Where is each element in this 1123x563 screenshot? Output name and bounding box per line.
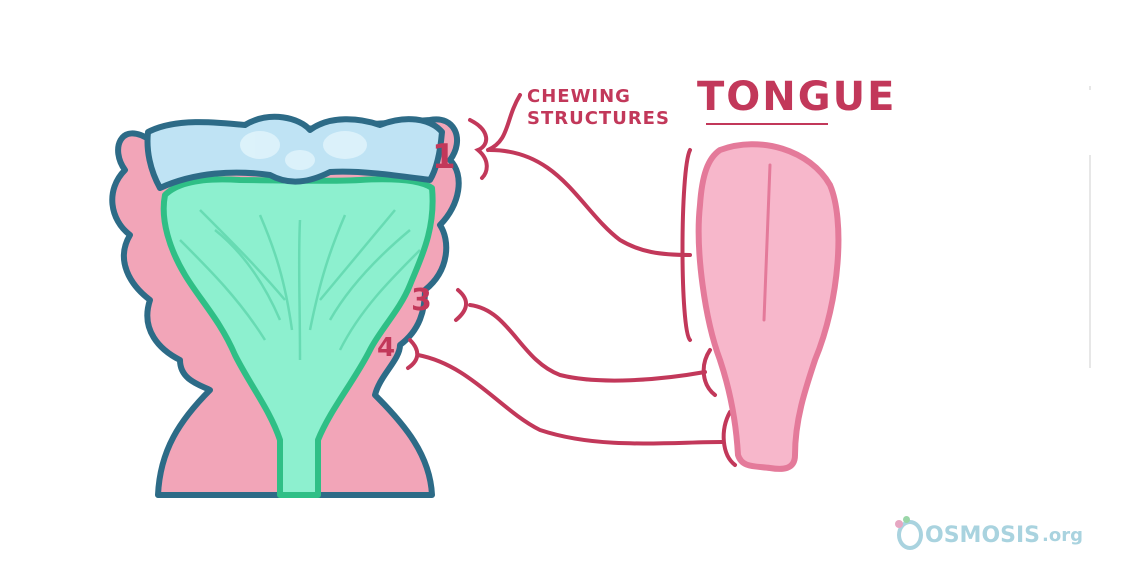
edge-divider bbox=[1089, 155, 1091, 368]
osmosis-logo: OSMOSIS .org bbox=[895, 515, 1083, 555]
chewing-label-line2: STRUCTURES bbox=[527, 108, 670, 129]
logo-icon bbox=[895, 516, 923, 550]
number-1-label: 1 bbox=[432, 137, 456, 177]
pharynx-texture bbox=[179, 209, 421, 361]
logo-name: OSMOSIS bbox=[925, 522, 1041, 548]
tongue-midline bbox=[762, 163, 772, 322]
number-4-label: 4 bbox=[377, 333, 395, 363]
connector-lines bbox=[406, 93, 737, 467]
chewing-label-line1: CHEWING bbox=[527, 86, 631, 107]
tongue-shape bbox=[695, 141, 842, 472]
number-3-label: 3 bbox=[411, 283, 432, 318]
tongue-title: TONGUE bbox=[697, 74, 896, 120]
edge-mark bbox=[1089, 86, 1091, 90]
logo-suffix: .org bbox=[1042, 524, 1083, 546]
teeth-highlights bbox=[240, 131, 367, 170]
